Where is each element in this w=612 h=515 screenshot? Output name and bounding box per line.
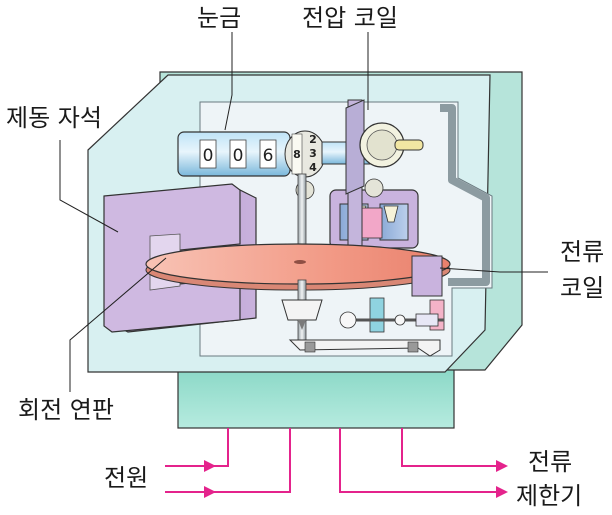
arrow-right-icon <box>204 460 216 472</box>
drum-digit: 3 <box>309 147 317 160</box>
label-power: 전원 <box>104 464 148 492</box>
register-counter: 0 0 6 8 2 3 4 <box>177 99 424 200</box>
arrow-right-icon <box>496 486 508 498</box>
leader-lines <box>59 32 548 392</box>
counter-digit: 8 <box>293 148 301 161</box>
label-current-limiter-line2: 제한기 <box>516 482 582 510</box>
drum-digit: 2 <box>309 133 317 146</box>
label-rotating-disc: 회전 연판 <box>18 396 114 424</box>
counter-digit: 0 <box>203 146 214 166</box>
counter-digit: 0 <box>233 146 244 166</box>
label-current-coil-line2: 코일 <box>560 274 604 302</box>
arrow-right-icon <box>496 460 508 472</box>
current-coil-assembly <box>339 255 445 333</box>
label-scale: 눈금 <box>197 4 241 32</box>
label-current-limiter-line1: 전류 <box>528 448 572 476</box>
lower-bearing <box>281 279 441 357</box>
drum-digit: 4 <box>309 161 317 174</box>
voltage-coil-assembly <box>329 99 419 271</box>
rotating-disc <box>145 243 451 291</box>
label-brake-magnet: 제동 자석 <box>6 104 102 132</box>
counter-digit: 6 <box>263 146 274 166</box>
label-voltage-coil: 전압 코일 <box>302 4 398 32</box>
label-current-coil-line1: 전류 <box>560 238 604 266</box>
wiring <box>202 428 498 493</box>
arrow-right-icon <box>204 486 216 498</box>
